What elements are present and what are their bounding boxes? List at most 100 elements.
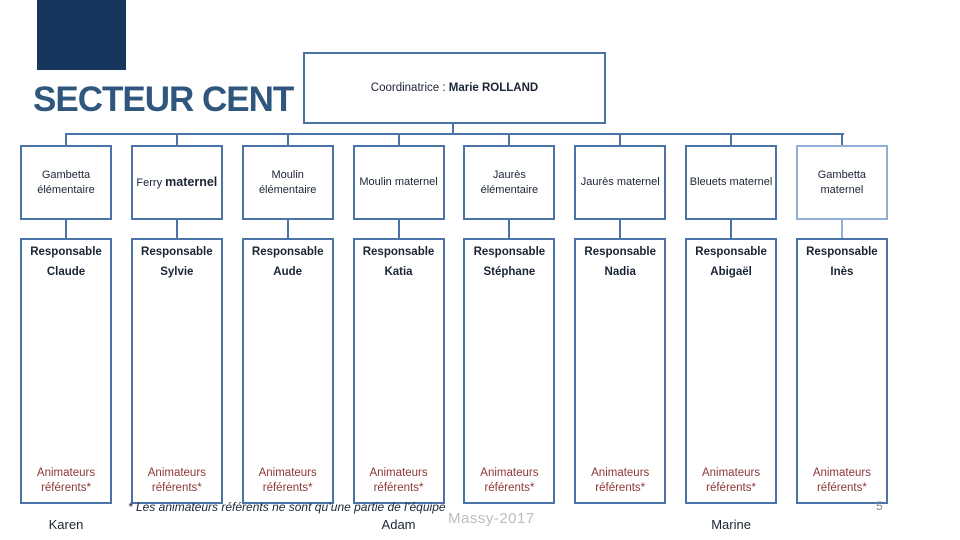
responsable-label: Responsable xyxy=(30,246,102,258)
team-member-name: Marine xyxy=(711,517,751,532)
connector-drop-mid xyxy=(397,220,400,238)
coordinator-name: Marie ROLLAND xyxy=(448,82,539,94)
animateurs-label: Animateurs référents* xyxy=(369,467,428,494)
responsable-name: Inès xyxy=(830,265,854,278)
connector-drop-mid xyxy=(286,220,289,238)
animateurs-label: Animateurs référents* xyxy=(701,467,761,494)
school-name-line: Moulin xyxy=(271,169,304,182)
school-name-line: élémentaire xyxy=(37,183,95,196)
animateurs-label: Animateurs référents* xyxy=(258,467,317,494)
responsable-name: Abigaël xyxy=(710,265,752,278)
connector-drop-mid xyxy=(840,220,843,238)
animateurs-label: Animateurs référents* xyxy=(480,467,539,494)
corner-accent-square xyxy=(37,0,126,70)
school-name-line: Bleuets maternel xyxy=(689,176,773,189)
animateurs-label: Animateurs référents* xyxy=(36,467,96,494)
school-name-line: Gambetta xyxy=(41,169,91,182)
connector-coordinator-drop xyxy=(452,124,454,134)
connector-drop-top xyxy=(65,133,67,145)
responsable-label: Responsable xyxy=(695,246,767,258)
slide-title: SECTEUR CENT xyxy=(33,80,294,119)
connector-drop-top xyxy=(397,133,400,145)
school-box: Bleuets maternel xyxy=(685,145,778,220)
team-member-name: Karen xyxy=(48,517,84,532)
coordinator-box: Coordinatrice : Marie ROLLAND xyxy=(303,52,606,124)
responsable-label: Responsable xyxy=(806,246,878,258)
connector-drop-top xyxy=(840,133,843,145)
responsable-label: Responsable xyxy=(473,246,546,258)
connector-drop-top xyxy=(508,133,511,145)
responsable-name: Stéphane xyxy=(483,265,536,278)
connector-drop-top xyxy=(286,133,289,145)
responsable-label: Responsable xyxy=(584,246,656,258)
school-name-plain: Ferry xyxy=(136,177,166,190)
responsable-name: Aude xyxy=(273,265,303,278)
school-box: Moulin maternel xyxy=(352,145,445,220)
responsable-name: Katia xyxy=(384,265,413,278)
school-name-line: maternel xyxy=(820,183,864,196)
coordinator-label: Coordinatrice : Marie ROLLAND xyxy=(370,82,539,94)
connector-drop-mid xyxy=(619,220,622,238)
school-name-line: élémentaire xyxy=(258,183,317,196)
animateurs-label: Animateurs référents* xyxy=(812,467,871,494)
connector-drop-top xyxy=(619,133,622,145)
responsable-label: Responsable xyxy=(141,246,213,258)
page-number: 5 xyxy=(876,499,883,513)
school-name-line: Ferry maternel xyxy=(136,174,217,190)
school-name-line: Jaurès maternel xyxy=(580,176,660,189)
connector-drop-top xyxy=(175,133,178,145)
footnote: * Les animateurs référents ne sont qu’un… xyxy=(128,500,446,514)
watermark: Massy-2017 xyxy=(448,510,535,527)
responsable-label: Responsable xyxy=(251,246,324,258)
animateurs-label: Animateurs référents* xyxy=(147,467,206,494)
connector-drop-top xyxy=(730,133,733,145)
school-name-line: élémentaire xyxy=(480,183,539,196)
connector-drop-mid xyxy=(65,220,67,238)
responsable-name: Nadia xyxy=(604,265,636,278)
connector-horizontal-rail xyxy=(65,133,844,135)
responsable-name: Sylvie xyxy=(160,265,194,278)
animateurs-label: Animateurs référents* xyxy=(591,467,650,494)
team-member-name: Adam xyxy=(381,517,416,532)
school-box: Jaurès maternel xyxy=(574,145,667,220)
connector-drop-mid xyxy=(175,220,178,238)
school-name-line: Jaurès xyxy=(492,169,526,182)
responsable-name: Claude xyxy=(46,265,86,278)
school-box: Ferry maternel xyxy=(130,145,223,220)
responsable-label: Responsable xyxy=(362,246,435,258)
school-name-line: Moulin maternel xyxy=(359,176,438,189)
school-name-bold: maternel xyxy=(165,175,218,190)
connector-drop-mid xyxy=(508,220,511,238)
school-name-line: Gambetta xyxy=(817,169,867,182)
